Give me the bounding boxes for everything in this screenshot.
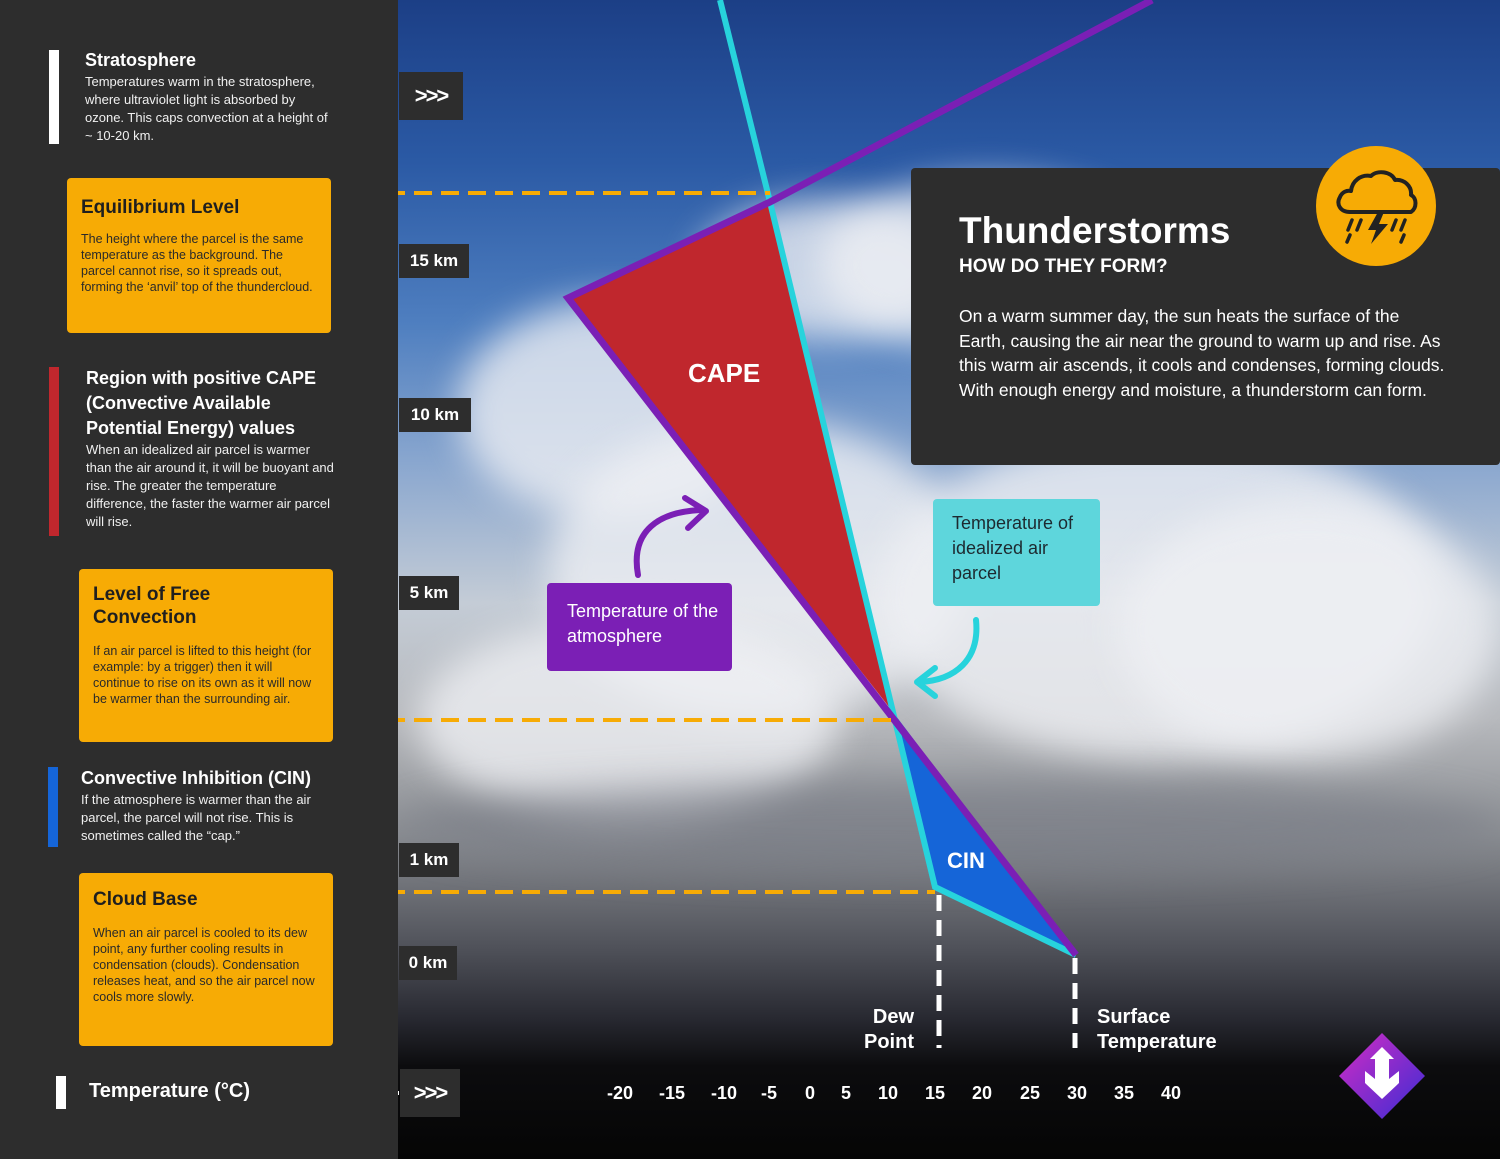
cin-body: If the atmosphere is warmer than the air… — [81, 792, 311, 843]
stratosphere-body: Temperatures warm in the stratosphere, w… — [85, 74, 328, 143]
stratosphere-section: Stratosphere Temperatures warm in the st… — [85, 48, 335, 145]
logo-diamond-icon — [1339, 1033, 1425, 1119]
temp-tick: -10 — [710, 1083, 737, 1103]
cin-section: Convective Inhibition (CIN) If the atmos… — [81, 766, 336, 845]
temp-tick: -20 — [606, 1083, 633, 1103]
lfc-body: If an air parcel is lifted to this heigh… — [93, 644, 312, 706]
temp-tick: -15 — [658, 1083, 685, 1103]
equilibrium-level-box: Equilibrium Level The height where the p… — [67, 178, 331, 333]
cloud-base-title: Cloud Base — [93, 889, 198, 910]
temp-tick: 20 — [971, 1083, 993, 1103]
equilibrium-title: Equilibrium Level — [81, 197, 240, 218]
cin-title: Convective Inhibition (CIN) — [81, 768, 312, 788]
cape-label: CAPE — [688, 358, 761, 388]
lfc-box: Level of Free Convection If an air parce… — [79, 569, 333, 742]
cloud-base-box: Cloud Base When an air parcel is cooled … — [79, 873, 333, 1046]
info-panel: Thunderstorms HOW DO THEY FORM? On a war… — [911, 168, 1500, 465]
info-subtitle: HOW DO THEY FORM? — [959, 256, 1168, 277]
temp-tick: 30 — [1066, 1083, 1088, 1103]
cin-label: CIN — [947, 848, 985, 873]
cape-region-body: When an idealized air parcel is warmer t… — [86, 442, 334, 529]
equilibrium-body: The height where the parcel is the same … — [81, 232, 313, 294]
temperature-marker — [56, 1076, 66, 1109]
cloud-base-body: When an air parcel is cooled to its dew … — [93, 926, 315, 1004]
altitude-label-10km: 10 km — [399, 398, 471, 432]
temp-tick: 10 — [877, 1083, 899, 1103]
info-body: On a warm summer day, the sun heats the … — [959, 306, 1445, 400]
altitude-label-1km: 1 km — [399, 843, 459, 877]
temp-tick: 35 — [1113, 1083, 1135, 1103]
atmosphere-temperature-line — [562, 0, 1154, 958]
temp-tick: 0 — [804, 1083, 815, 1103]
temperature-axis-label: Temperature (°C) — [89, 1080, 250, 1102]
altitude-label-15km: 15 km — [399, 244, 469, 278]
atmosphere-callout: Temperature of the atmosphere — [547, 583, 732, 671]
thunderstorm-cloud-icon — [1316, 146, 1436, 266]
chevrons-right-icon: >>> — [400, 1069, 460, 1117]
cin-marker — [48, 767, 58, 847]
lfc-title: Level of Free Convection — [93, 584, 211, 628]
temp-tick: 15 — [924, 1083, 946, 1103]
stratosphere-marker — [49, 50, 59, 144]
temp-tick: -5 — [760, 1083, 777, 1103]
temp-tick: 25 — [1019, 1083, 1041, 1103]
temp-tick: 40 — [1160, 1083, 1182, 1103]
surface-temperature-label: Surface Temperature — [1097, 1006, 1217, 1053]
parcel-temperature-line — [717, 0, 1078, 958]
stratosphere-title: Stratosphere — [85, 50, 197, 70]
cape-region — [568, 202, 893, 712]
cape-section: Region with positive CAPE (Convective Av… — [86, 366, 336, 531]
curved-arrow-icon — [914, 617, 980, 699]
curved-arrow-icon — [633, 495, 709, 578]
temp-tick: 5 — [840, 1083, 851, 1103]
cape-region-title: Region with positive CAPE (Convective Av… — [86, 368, 317, 438]
parcel-callout: Temperature of idealized air parcel — [933, 499, 1100, 606]
altitude-label-5km: 5 km — [399, 576, 459, 610]
chevrons-right-icon: >>> — [399, 72, 463, 120]
altitude-label-0km: 0 km — [399, 946, 457, 980]
info-title: Thunderstorms — [959, 210, 1231, 251]
cape-marker — [49, 367, 59, 536]
dew-point-label: Dew Point — [864, 1006, 914, 1053]
